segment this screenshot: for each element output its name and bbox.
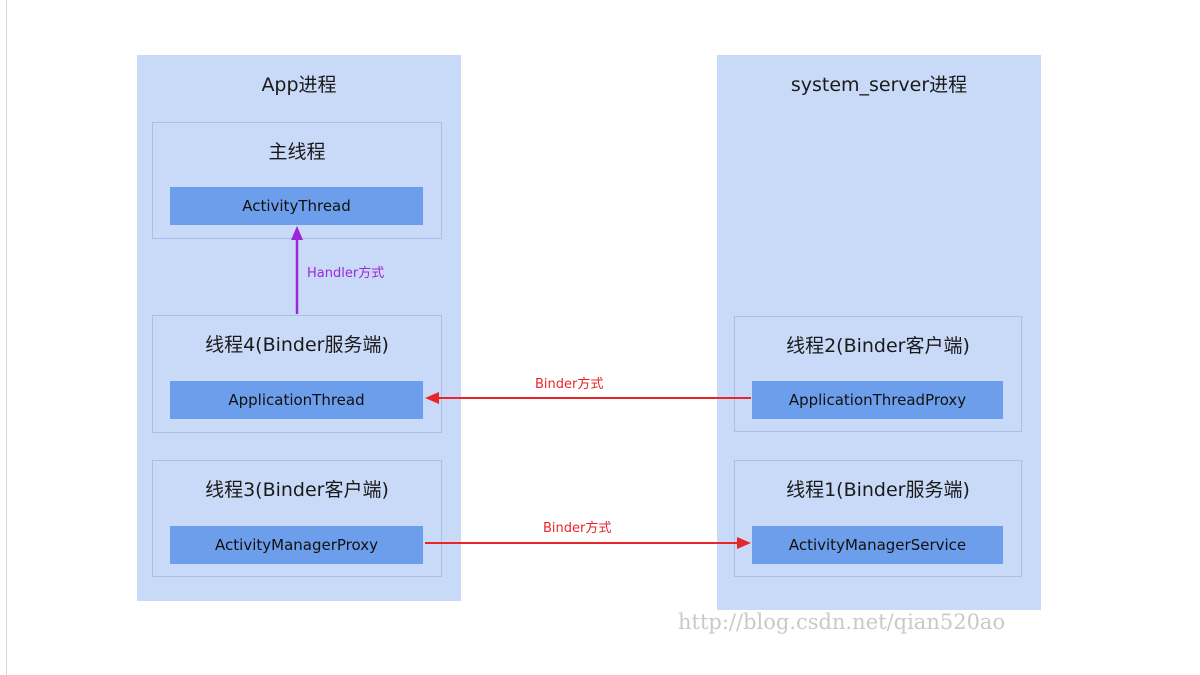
binder-arrow-to-app (425, 392, 751, 404)
system-server-process: system_server进程 线程2(Binder客户端) Applicati… (717, 55, 1041, 610)
thread1-title: 线程1(Binder服务端) (786, 479, 970, 501)
system-server-process-title: system_server进程 (790, 74, 968, 96)
activity-manager-proxy-component: ActivityManagerProxy (170, 526, 423, 564)
application-thread-proxy-component: ApplicationThreadProxy (752, 381, 1003, 419)
binder-label-to-system: Binder方式 (543, 521, 612, 536)
thread1-box: 线程1(Binder服务端) ActivityManagerService (734, 460, 1022, 577)
thread4-title: 线程4(Binder服务端) (205, 334, 389, 356)
main-thread-title: 主线程 (268, 141, 326, 163)
app-process-title: App进程 (261, 74, 337, 96)
page-left-border (6, 0, 7, 675)
activity-manager-service-component: ActivityManagerService (752, 526, 1003, 564)
app-process: App进程 主线程 ActivityThread 线程4(Binder服务端) … (137, 55, 461, 601)
binder-label-to-app: Binder方式 (535, 377, 604, 392)
thread3-box: 线程3(Binder客户端) ActivityManagerProxy (152, 460, 442, 577)
activity-thread-component: ActivityThread (170, 187, 423, 225)
application-thread-component: ApplicationThread (170, 381, 423, 419)
watermark-text: http://blog.csdn.net/qian520ao (678, 610, 1006, 634)
binder-arrow-to-system (425, 537, 751, 549)
thread3-title: 线程3(Binder客户端) (205, 479, 389, 501)
handler-arrow (291, 226, 303, 314)
main-thread-box: 主线程 ActivityThread (152, 122, 442, 239)
handler-label: Handler方式 (307, 266, 385, 281)
thread2-box: 线程2(Binder客户端) ApplicationThreadProxy (734, 316, 1022, 432)
thread4-box: 线程4(Binder服务端) ApplicationThread (152, 315, 442, 433)
thread2-title: 线程2(Binder客户端) (786, 335, 970, 357)
